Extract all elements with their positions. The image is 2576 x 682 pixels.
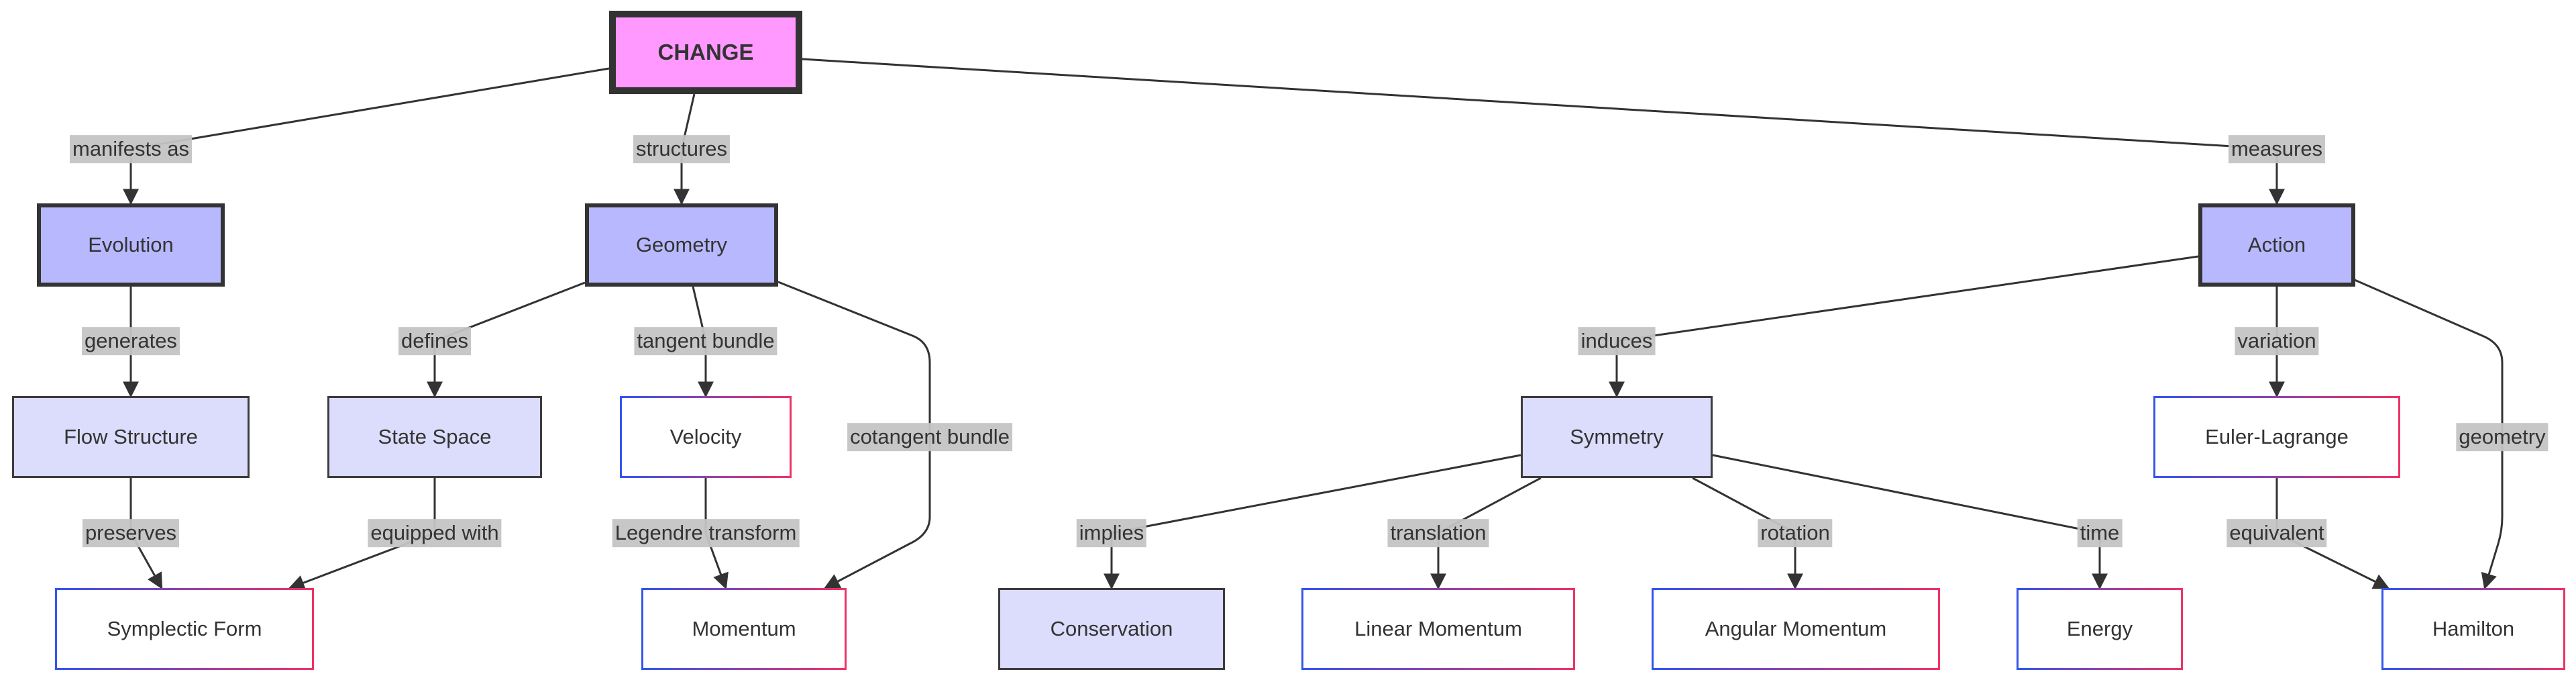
edge-label-measures: measures: [2228, 135, 2326, 163]
edge-label-variation: variation: [2235, 327, 2319, 355]
edge-label-equivalent: equivalent: [2226, 519, 2327, 547]
edge-label-geometry: geometry: [2456, 423, 2548, 451]
edge-change-evolution: [123, 67, 610, 205]
node-momentum[interactable]: Momentum: [641, 588, 847, 670]
edge-label-manifests-as: manifests as: [69, 135, 193, 163]
edge-action-symmetry: [1609, 255, 2199, 398]
edge-label-induces: induces: [1578, 327, 1656, 355]
edge-label-structures: structures: [633, 135, 731, 163]
node-velocity[interactable]: Velocity: [620, 396, 792, 478]
node-geometry[interactable]: Geometry: [585, 203, 778, 287]
edge-label-cotangent-bundle: cotangent bundle: [847, 423, 1012, 451]
edge-label-legendre-transform: Legendre transform: [612, 519, 800, 547]
node-linear-momentum[interactable]: Linear Momentum: [1301, 588, 1575, 670]
edge-label-generates: generates: [82, 327, 180, 355]
edge-label-defines: defines: [398, 327, 471, 355]
edge-label-equipped-with: equipped with: [368, 519, 502, 547]
node-action[interactable]: Action: [2198, 203, 2355, 287]
edge-label-implies: implies: [1076, 519, 1147, 547]
node-symplectic-form[interactable]: Symplectic Form: [55, 588, 314, 670]
node-change[interactable]: CHANGE: [609, 11, 802, 94]
edge-label-time: time: [2077, 519, 2123, 547]
node-conservation[interactable]: Conservation: [998, 588, 1225, 670]
node-flow-structure[interactable]: Flow Structure: [12, 396, 250, 478]
edge-label-preserves: preserves: [82, 519, 180, 547]
node-evolution[interactable]: Evolution: [37, 203, 225, 287]
edge-change-action: [802, 58, 2285, 205]
edge-label-translation: translation: [1387, 519, 1489, 547]
node-energy[interactable]: Energy: [2017, 588, 2183, 670]
node-euler-lagrange[interactable]: Euler-Lagrange: [2153, 396, 2400, 478]
node-hamilton[interactable]: Hamilton: [2381, 588, 2565, 670]
node-angular-momentum[interactable]: Angular Momentum: [1652, 588, 1940, 670]
edge-label-rotation: rotation: [1758, 519, 1833, 547]
edge-label-tangent-bundle: tangent bundle: [634, 327, 777, 355]
node-state-space[interactable]: State Space: [327, 396, 542, 478]
node-symmetry[interactable]: Symmetry: [1521, 396, 1713, 478]
